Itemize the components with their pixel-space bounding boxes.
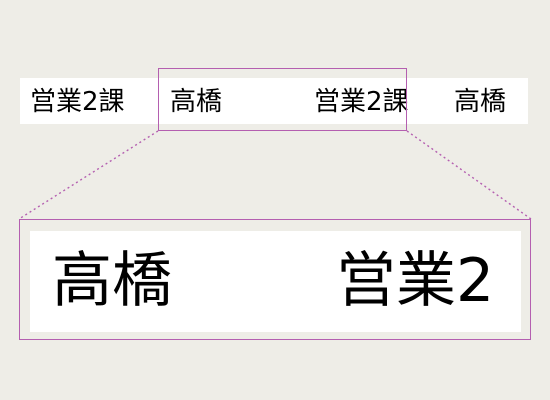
strip-segment-name-1: 高橋 <box>170 87 223 117</box>
zoom-name-text: 高橋 <box>52 246 172 316</box>
highlight-region <box>158 68 407 131</box>
connector-right <box>406 130 532 220</box>
zoom-dept-text: 営業2 <box>336 246 495 316</box>
strip-segment-dept-1: 営業2課 <box>30 87 125 117</box>
strip-segment-dept-2: 営業2課 <box>314 87 409 117</box>
label-strip <box>20 78 528 124</box>
strip-segment-name-2: 高橋 <box>454 87 507 117</box>
zoom-panel: 高橋 営業2 <box>30 231 521 332</box>
connector-left <box>18 130 159 220</box>
